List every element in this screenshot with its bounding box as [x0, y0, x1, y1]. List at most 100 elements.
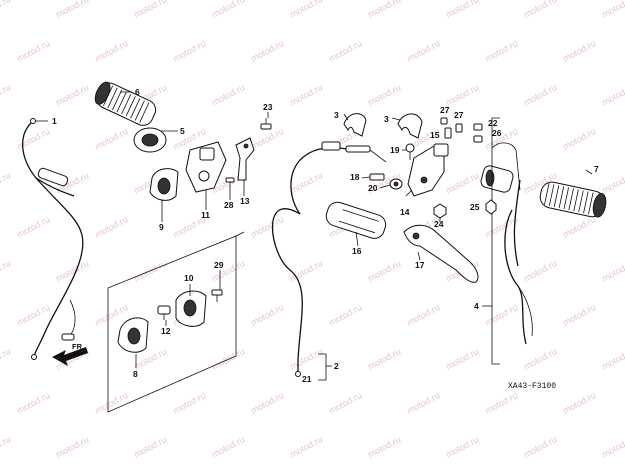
callout-24: 24: [434, 219, 444, 229]
watermark-text: motod.ru: [444, 0, 480, 20]
watermark-text: motod.ru: [210, 434, 246, 460]
grip-rib: [588, 192, 594, 215]
watermark-text: motod.ru: [444, 434, 480, 460]
callout-7: 7: [594, 164, 599, 174]
callout-6: 6: [135, 87, 140, 97]
callout-labels: 1 2 3 3 4 5 6 7 8 9 10 11 12 13 14 15 16…: [52, 87, 599, 384]
watermark-text: motod.ru: [405, 38, 441, 64]
callout-16: 16: [352, 246, 362, 256]
throttle-housing-lower: [149, 168, 179, 201]
bolt-19: [405, 143, 415, 160]
grip-rib: [558, 186, 565, 208]
watermark-text: motod.ru: [15, 214, 51, 240]
watermark-text: motod.ru: [249, 38, 285, 64]
callout-5: 5: [180, 126, 185, 136]
watermark-text: motod.ru: [444, 346, 480, 372]
watermark-text: motod.ru: [561, 214, 597, 240]
callout-15: 15: [430, 130, 440, 140]
grip-rib: [107, 87, 118, 108]
callout-3a: 3: [334, 110, 339, 120]
watermark-text: motod.ru: [600, 0, 625, 20]
watermark-text: motod.ru: [15, 38, 51, 64]
watermark-text: motod.ru: [0, 346, 12, 372]
clutch-cable: [271, 141, 387, 377]
grip-rib: [134, 100, 145, 121]
callout-27a: 27: [440, 105, 450, 115]
diagram-code: XA43-F3100: [508, 382, 556, 391]
screw-27-right: [455, 123, 463, 133]
watermark-text: motod.ru: [327, 302, 363, 328]
callout-10: 10: [184, 273, 194, 283]
callout-11: 11: [201, 210, 210, 220]
watermark-text: motod.ru: [249, 390, 285, 416]
watermark-text: motod.ru: [249, 214, 285, 240]
callout-8: 8: [133, 369, 138, 379]
watermark-text: motod.ru: [93, 390, 129, 416]
screw-26: [473, 135, 483, 143]
grip-rib: [563, 187, 569, 210]
nut-25: [485, 199, 497, 215]
watermark-text: motod.ru: [600, 346, 625, 372]
watermark-text: motod.ru: [288, 170, 324, 196]
alternative-parts-inset: [107, 231, 245, 413]
watermark-text: motod.ru: [15, 126, 51, 152]
watermark-text: motod.ru: [0, 82, 12, 108]
front-direction-arrow: FR.: [52, 342, 88, 366]
watermark-text: motod.ru: [561, 126, 597, 152]
watermark-text: motod.ru: [288, 346, 324, 372]
watermark-text: motod.ru: [0, 0, 12, 20]
clamp-3-left: [343, 113, 367, 137]
watermark-text: motod.ru: [93, 214, 129, 240]
watermark-text: motod.ru: [600, 258, 625, 284]
watermark-text: motod.ru: [15, 302, 51, 328]
watermark-text: motod.ru: [288, 0, 324, 20]
bracket-box-4: [482, 117, 500, 365]
callout-14: 14: [400, 207, 410, 217]
throttle-grip: [94, 81, 157, 126]
screw-22: [473, 123, 483, 131]
grip-rib: [544, 183, 550, 205]
callout-29: 29: [214, 260, 224, 270]
watermark-text: motod.ru: [54, 82, 90, 108]
grip-rib: [130, 98, 141, 119]
callout-9: 9: [159, 222, 164, 232]
watermark-text: motod.ru: [483, 390, 519, 416]
callout-13: 13: [240, 196, 250, 206]
screw-28: [225, 177, 235, 190]
watermark-text: motod.ru: [561, 390, 597, 416]
callout-17: 17: [415, 260, 425, 270]
grip-rib: [568, 188, 574, 211]
watermark-text: motod.ru: [288, 82, 324, 108]
watermark-text: motod.ru: [93, 38, 129, 64]
clutch-lever: [403, 224, 479, 283]
watermark-text: motod.ru: [171, 38, 207, 64]
screw-23: [260, 118, 272, 130]
watermark-text: motod.ru: [366, 346, 402, 372]
grip-rib: [112, 89, 123, 111]
nut-24: [433, 203, 447, 219]
watermark-text: motod.ru: [210, 82, 246, 108]
clamp-3-right: [397, 113, 423, 139]
throttle-housing: [185, 141, 227, 193]
watermark-text: motod.ru: [54, 434, 90, 460]
callout-22: 22: [488, 118, 498, 128]
watermark-text: motod.ru: [561, 302, 597, 328]
watermark-text: motod.ru: [483, 38, 519, 64]
watermark-text: motod.ru: [600, 170, 625, 196]
watermark-text: motod.ru: [93, 126, 129, 152]
watermark-text: motod.ru: [288, 434, 324, 460]
watermark-text: motod.ru: [171, 390, 207, 416]
housing-10: [175, 290, 207, 327]
callout-2: 2: [334, 361, 339, 371]
callout-20: 20: [368, 183, 378, 193]
callout-19: 19: [390, 145, 400, 155]
watermark-text: motod.ru: [366, 82, 402, 108]
watermark-text: motod.ru: [0, 434, 12, 460]
screw-27-left: [440, 117, 448, 125]
clip-12: [157, 305, 171, 320]
bolt-18: [369, 173, 385, 181]
watermark-text: motod.ru: [132, 0, 168, 20]
leader-lines: [36, 91, 593, 368]
throttle-cable: [21, 118, 84, 360]
